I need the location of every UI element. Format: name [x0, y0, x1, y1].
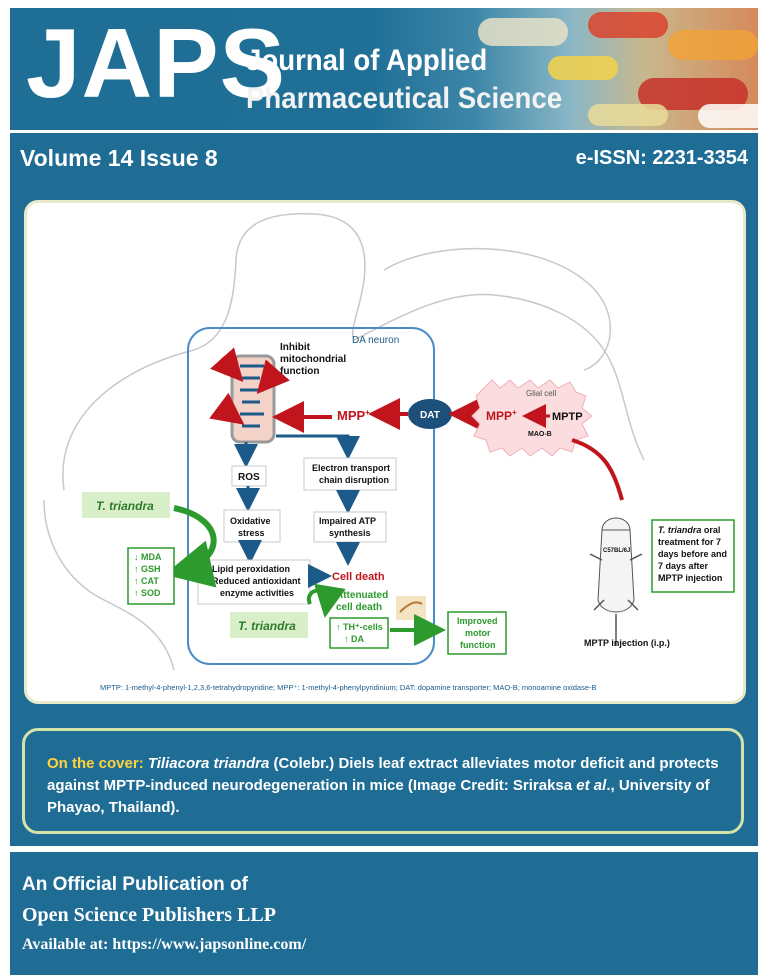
- etc-box: [303, 457, 397, 491]
- atp-box: [313, 511, 387, 543]
- cover-species: Tiliacora triandra: [147, 755, 270, 772]
- dat-transporter: [408, 399, 452, 429]
- publisher-footer: An Official Publication of Open Science …: [10, 852, 758, 975]
- glial-mpp-sup: +: [512, 408, 517, 417]
- th-box: [329, 617, 389, 649]
- cell-death: Cell death: [332, 571, 385, 583]
- mito-to-etc-arrow: [276, 434, 360, 460]
- marker-sod: ↑ SOD: [134, 588, 161, 598]
- etc-line-1: Electron transport: [312, 463, 390, 473]
- cover-label: On the cover:: [47, 755, 144, 772]
- ros-label: ROS: [238, 472, 260, 483]
- th-line-1: ↑ TH⁺-cells: [336, 622, 383, 632]
- publisher-name: Open Science Publishers LLP: [22, 904, 276, 926]
- inhibit-line-1: Inhibit: [280, 342, 311, 353]
- markers-box: [127, 547, 175, 605]
- treatment-line-4: 7 days after: [658, 561, 709, 571]
- japs-logo: JAPS: [26, 8, 287, 118]
- red-arrow-hit-2: [256, 359, 290, 395]
- on-the-cover-box: On the cover: Tiliacora triandra (Colebr…: [22, 728, 744, 834]
- figure-footnote: MPTP: 1-methyl-4-phenyl-1,2,3,6-tetrahyd…: [100, 683, 597, 692]
- mptp-injection-label: MPTP injection (i.p.): [584, 638, 670, 648]
- graphical-abstract: DA neuron Inhibit mitochondrial function…: [43, 212, 735, 692]
- treatment-line-1: oral: [704, 525, 721, 535]
- marker-cat: ↑ CAT: [134, 576, 159, 586]
- cover-caption: On the cover: Tiliacora triandra (Colebr…: [47, 753, 721, 819]
- svg-text:T. triandra oral: T. triandra oral: [658, 525, 720, 535]
- lipid-item-3: enzyme activities: [220, 588, 294, 598]
- mpp-inside: MPP: [337, 408, 366, 423]
- lipid-item-1: Lipid peroxidation: [212, 564, 290, 574]
- injection-curve: [571, 438, 624, 501]
- treatment-box: [651, 519, 735, 593]
- treatment-line-3: days before and: [658, 549, 727, 559]
- dat-label: DAT: [420, 410, 440, 421]
- cover-et-al: et al: [576, 777, 607, 794]
- oxidative-box: [223, 509, 281, 543]
- da-neuron-box: [187, 327, 435, 665]
- inhibit-line-2: mitochondrial: [280, 354, 346, 365]
- svg-text:MPP+: MPP+: [486, 408, 517, 423]
- oxidative-line-2: stress: [238, 528, 265, 538]
- lipid-bullet-2: •: [204, 576, 207, 586]
- etc-line-2: chain disruption: [319, 475, 389, 485]
- improved-line-2: motor: [465, 628, 491, 638]
- pills-background-image: [438, 8, 758, 130]
- svg-text:MPP+: MPP+: [337, 408, 370, 423]
- marker-mda: ↓ MDA: [134, 552, 162, 562]
- treatment-species: T. triandra: [658, 525, 701, 535]
- mitochondrion-icon: [230, 354, 276, 444]
- marker-gsh: ↑ GSH: [134, 564, 161, 574]
- cover-text-1: (Colebr.) Diels leaf extract alleviates …: [47, 755, 719, 794]
- lipid-box: [197, 559, 311, 605]
- cover-text-2: ., University of Phayao, Thailand).: [47, 777, 710, 816]
- t-triandra-bottom: T. triandra: [238, 619, 296, 633]
- volume-issue: Volume 14 Issue 8: [20, 145, 218, 171]
- glial-mpp: MPP: [486, 409, 512, 423]
- treatment-line-2: treatment for 7: [658, 537, 721, 547]
- red-arrow-hit-1: [210, 347, 244, 382]
- website-link[interactable]: Available at: https://www.japsonline.com…: [22, 936, 307, 953]
- mouse-icon: [589, 517, 643, 646]
- neuron-label: DA neuron: [352, 335, 399, 346]
- t-triandra-left: T. triandra: [96, 499, 154, 513]
- t-triandra-green-arrow: [164, 505, 217, 588]
- improved-line-3: function: [460, 640, 496, 650]
- treatment-line-5: MPTP injection: [658, 573, 722, 583]
- inhibit-line-3: function: [280, 366, 319, 377]
- journal-title-line-2: Pharmaceutical Science: [246, 82, 563, 115]
- attenuated-line-2: cell death: [336, 602, 382, 613]
- lipid-item-2: Reduced antioxidant: [212, 576, 301, 586]
- lipid-bullet-1: •: [204, 564, 207, 574]
- journal-header: JAPS Journal of Applied Pharmaceutical S…: [10, 8, 758, 130]
- official-publication: An Official Publication of: [22, 874, 248, 895]
- mouse-leg-outline: [43, 499, 175, 671]
- improved-box: [447, 611, 507, 655]
- atp-line-1: Impaired ATP: [319, 516, 376, 526]
- neuron-cell-image: [396, 596, 426, 620]
- glial-label: Glial cell: [526, 389, 556, 398]
- th-line-2: ↑ DA: [344, 634, 365, 644]
- atp-line-2: synthesis: [329, 528, 371, 538]
- t-triandra-left-box: [82, 492, 170, 518]
- attenuate-curl-arrow: [306, 583, 346, 618]
- t-triandra-bottom-box: [230, 612, 308, 638]
- mao-b: MAO-B: [528, 431, 552, 438]
- issn: e-ISSN: 2231-3354: [575, 147, 748, 169]
- mouse-ear-outline: [383, 247, 611, 371]
- mouse-tag: C57BL/6J: [603, 548, 630, 554]
- mouse-outline: [62, 212, 645, 491]
- journal-title-line-1: Journal of Applied: [246, 44, 488, 77]
- red-arrow-hit-3: [209, 392, 245, 425]
- improved-line-1: Improved: [457, 616, 498, 626]
- glial-mptp: MPTP: [552, 411, 583, 423]
- volume-bar: Volume 14 Issue 8 e-ISSN: 2231-3354: [10, 133, 758, 181]
- mpp-inside-sup: +: [365, 408, 370, 417]
- oxidative-line-1: Oxidative: [230, 516, 271, 526]
- attenuated-line-1: Attenuated: [336, 590, 388, 601]
